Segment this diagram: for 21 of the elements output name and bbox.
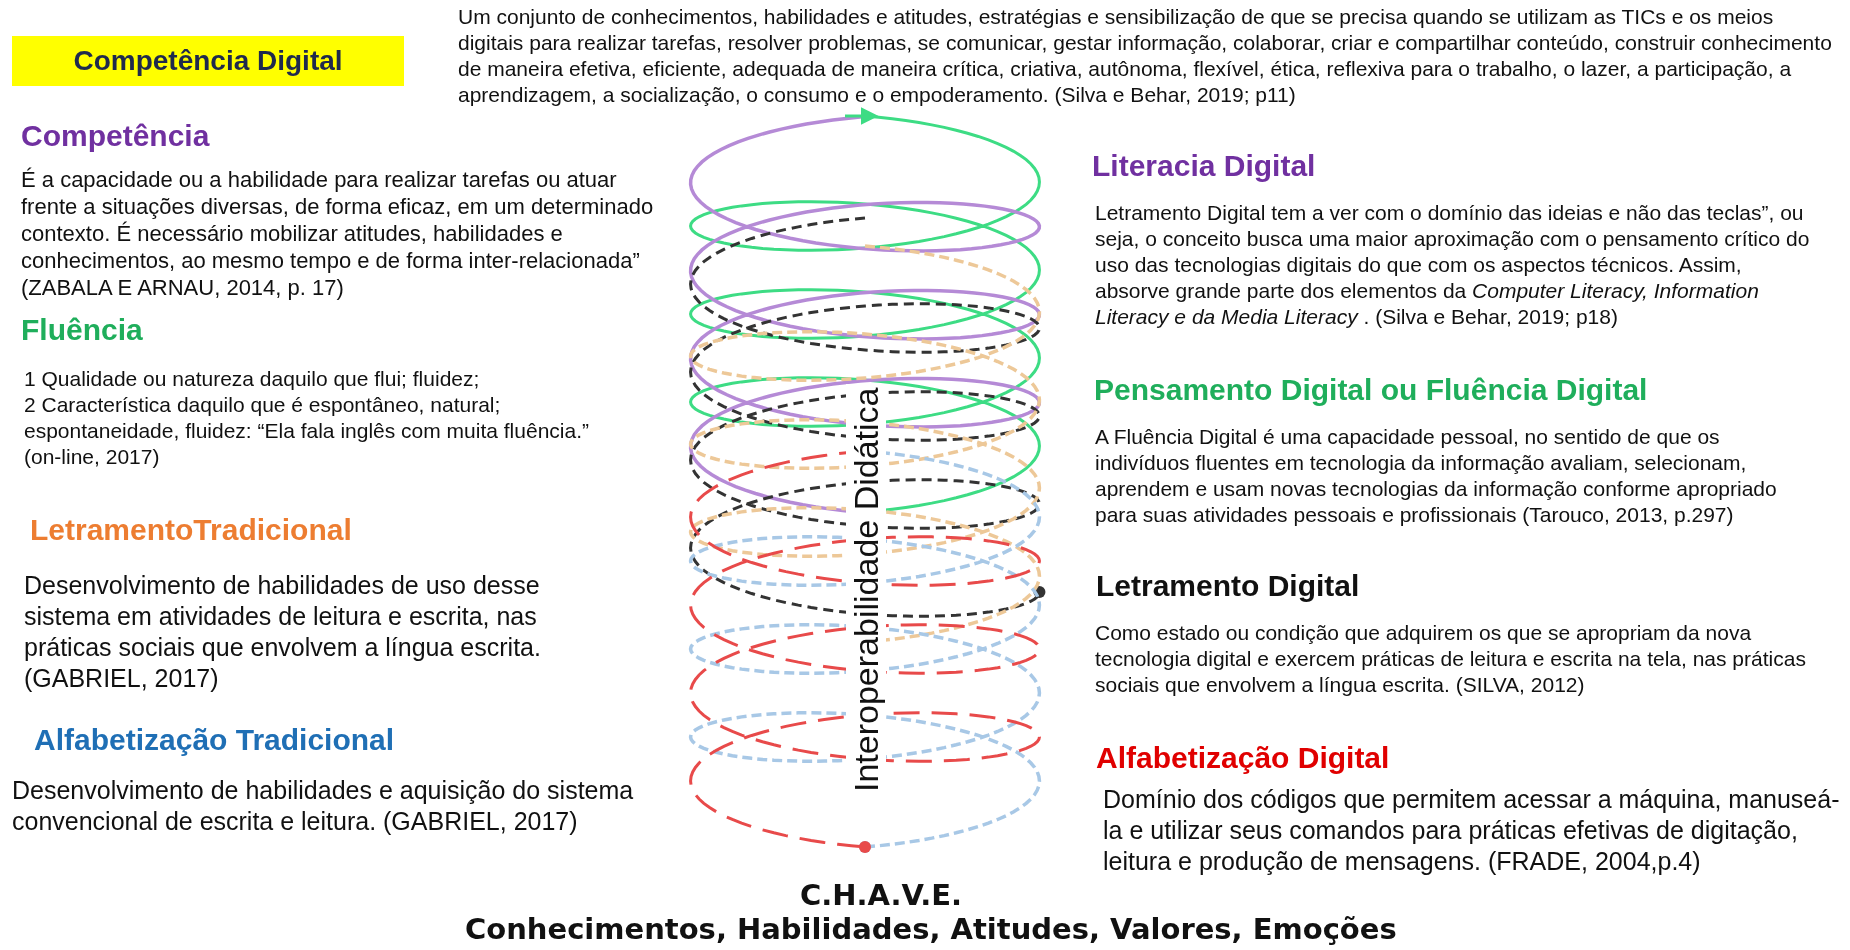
definition-paragraph: Desenvolvimento de habilidades e aquisição do sistema convencional de escrita e leitura. (GABRIEL, 2017) (12, 775, 635, 837)
heading: Pensamento Digital ou Fluência Digital (1094, 372, 1649, 408)
definition-paragraph: A Fluência Digital é uma capacidade pessoal, no sentido de que os indivíduos fluentes em tecnologia da informação avaliam, selecionam, aprendem e usam novas tecnologias da informação conforme apropriado para suas atividades pessoais e profissionais (Tarouco, 2013, p.297) (1095, 424, 1778, 528)
heading: Literacia Digital (1092, 148, 1317, 184)
definition-paragraph: Letramento Digital tem a ver com o domínio das ideias e não das teclas”, ou seja, o conceito busca uma maior aproximação com o pensamento crítico do uso das tecnologias digitais do que com os aspectos técnicos. Assim, absorve grande parte dos elementos da Computer Literacy, Information Literacy e da Media Literacy . (Silva e Behar, 2019; p18) (1095, 200, 1811, 330)
heading: Fluência (21, 312, 144, 348)
title-box: Competência Digital (12, 36, 404, 86)
definition-paragraph: 1 Qualidade ou natureza daquilo que flui; fluidez; (24, 366, 481, 392)
heading: Competência (21, 118, 211, 154)
definition-paragraph: Desenvolvimento de habilidades de uso desse sistema em atividades de leitura e escrita, nas práticas sociais que envolvem a língua escrita. (GABRIEL, 2017) (24, 570, 542, 694)
heading: Alfabetização Digital (1096, 740, 1391, 776)
heading: Alfabetização Tradicional (34, 722, 396, 758)
definition-paragraph: Domínio dos códigos que permitem acessar a máquina, manuseá-la e utilizar seus comandos para práticas efetivas de digitação, leitura e produção de mensagens. (FRADE, 2004,p.4) (1103, 784, 1841, 877)
acronym-label: C.H.A.V.E. (800, 878, 963, 912)
definition-paragraph: Como estado ou condição que adquirem os que se apropriam da nova tecnologia digital e exercem práticas de leitura e escrita na tela, nas práticas sociais que envolvem a língua escrita. (SILVA, 2012) (1095, 620, 1807, 698)
heading: LetramentoTradicional (30, 512, 353, 548)
definition-paragraph: 2 Característica daquilo que é espontâneo, natural; espontaneidade, fluidez: “Ela fala inglês com muita fluência.” (on-line, 2017) (24, 392, 590, 470)
heading: Letramento Digital (1096, 568, 1361, 604)
definition-paragraph: Um conjunto de conhecimentos, habilidades e atitudes, estratégias e sensibilização de que se precisa quando se utilizam as TICs e os meios digitais para realizar tarefas, resolver problemas, se comunicar, gestar informação, colaborar, criar e compartilhar conteúdo, construir conhecimento de maneira efetiva, eficiente, adequada de maneira crítica, criativa, autônoma, flexível, ética, reflexiva para o trabalho, o lazer, a participação, a aprendizagem, a socialização, o consumo e o empoderamento. (Silva e Behar, 2019; p11) (458, 4, 1833, 108)
definition-paragraph: É a capacidade ou a habilidade para realizar tarefas ou atuar frente a situações diversas, de forma eficaz, em um determinado contexto. É necessário mobilizar atitudes, habilidades e conhecimentos, ao mesmo tempo e de forma inter-relacionada” (ZABALA E ARNAU, 2014, p. 17) (21, 166, 655, 301)
acronym-meaning: Conhecimentos, Habilidades, Atitudes, Valores, Emoções (465, 912, 1397, 946)
